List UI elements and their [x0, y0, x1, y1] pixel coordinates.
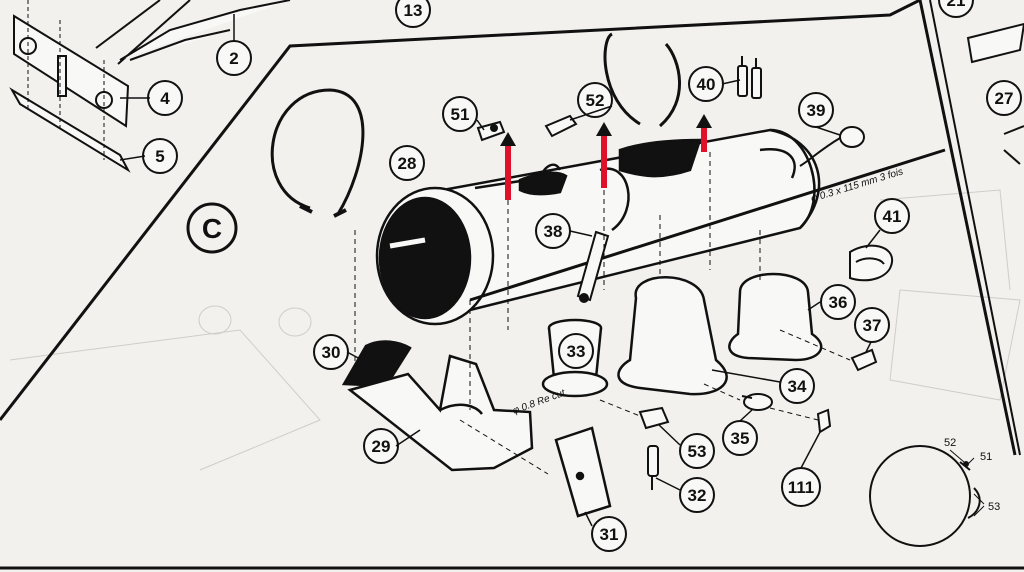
- main-cylinder: [375, 128, 821, 326]
- svg-text:29: 29: [372, 437, 391, 456]
- svg-text:21: 21: [947, 0, 966, 10]
- callout-38: 38: [535, 213, 571, 249]
- part-37: [850, 348, 878, 372]
- svg-text:2: 2: [229, 49, 238, 68]
- svg-text:111: 111: [788, 478, 815, 497]
- svg-text:28: 28: [398, 154, 417, 173]
- svg-text:33: 33: [567, 342, 586, 361]
- callout-2: 2: [216, 40, 252, 76]
- svg-text:53: 53: [688, 442, 707, 461]
- svg-text:13: 13: [404, 1, 423, 20]
- section-mark: C: [186, 202, 238, 254]
- callout-29: 29: [363, 428, 399, 464]
- svg-text:36: 36: [829, 293, 848, 312]
- part-32: [647, 445, 659, 490]
- part-35: [741, 393, 773, 411]
- svg-text:32: 32: [688, 486, 707, 505]
- callout-28: 28: [389, 145, 425, 181]
- callout-35: 35: [722, 420, 758, 456]
- callout-5: 5: [142, 138, 178, 174]
- callout-39: 39: [798, 92, 834, 128]
- svg-text:40: 40: [697, 75, 716, 94]
- bracket-assembly-left: [9, 0, 291, 173]
- background-sketch: [9, 189, 1021, 471]
- cradle-29: [347, 354, 534, 472]
- callout-51: 51: [442, 96, 478, 132]
- callout-34: 34: [779, 368, 815, 404]
- svg-text:39: 39: [807, 101, 826, 120]
- inset-label-51: 51: [980, 451, 992, 463]
- svg-text:37: 37: [863, 316, 882, 335]
- inset-ring-diagram: 52 51 53: [869, 437, 1000, 547]
- callout-53: 53: [679, 433, 715, 469]
- cover-34: [617, 276, 728, 396]
- svg-text:27: 27: [995, 89, 1014, 108]
- callout-32: 32: [679, 477, 715, 513]
- svg-text:38: 38: [544, 222, 563, 241]
- spring-ring-top: [603, 32, 681, 128]
- section-frame: [0, 0, 1017, 456]
- part-53: [638, 406, 670, 430]
- svg-text:52: 52: [586, 91, 605, 110]
- part-111: [816, 408, 832, 434]
- svg-text:41: 41: [883, 207, 902, 226]
- inset-label-53: 53: [988, 501, 1000, 513]
- cover-36: [728, 272, 823, 362]
- terminals-40: [737, 56, 762, 99]
- callout-31: 31: [591, 516, 627, 552]
- spring-ring-left: [270, 88, 365, 218]
- svg-text:35: 35: [731, 429, 750, 448]
- plug-39: [799, 126, 865, 167]
- svg-text:31: 31: [600, 525, 619, 544]
- callout-41: 41: [874, 198, 910, 234]
- svg-text:34: 34: [788, 377, 807, 396]
- leader-lines: [119, 14, 881, 527]
- plate-31: [554, 426, 612, 518]
- callout-13: 13: [395, 0, 431, 28]
- pad-30: [341, 340, 412, 388]
- red-arrows: [500, 114, 712, 200]
- callout-4: 4: [147, 80, 183, 116]
- callouts: 13 2 4 5 21 27 28 29: [142, 0, 1022, 552]
- assembly-guides: [354, 152, 851, 475]
- inset-label-52: 52: [944, 437, 956, 449]
- svg-text:30: 30: [322, 343, 341, 362]
- svg-text:5: 5: [155, 147, 164, 166]
- callout-40: 40: [688, 66, 724, 102]
- callout-21: 21: [938, 0, 974, 18]
- section-mark-letter: C: [202, 213, 222, 244]
- right-frame-line: [929, 0, 1021, 456]
- svg-text:4: 4: [160, 89, 170, 108]
- lever-38: [576, 230, 610, 303]
- svg-text:51: 51: [451, 105, 470, 124]
- callout-36: 36: [820, 284, 856, 320]
- callout-111: 111: [781, 467, 821, 507]
- callout-27: 27: [986, 80, 1022, 116]
- callout-37: 37: [854, 307, 890, 343]
- part-52: [544, 114, 578, 138]
- part-51: [476, 120, 506, 142]
- dashed-guides-left: [27, 0, 105, 160]
- top-right-parts: [966, 22, 1024, 165]
- wire-rod: [469, 148, 946, 302]
- callout-30: 30: [313, 334, 349, 370]
- callout-33: 33: [558, 333, 594, 369]
